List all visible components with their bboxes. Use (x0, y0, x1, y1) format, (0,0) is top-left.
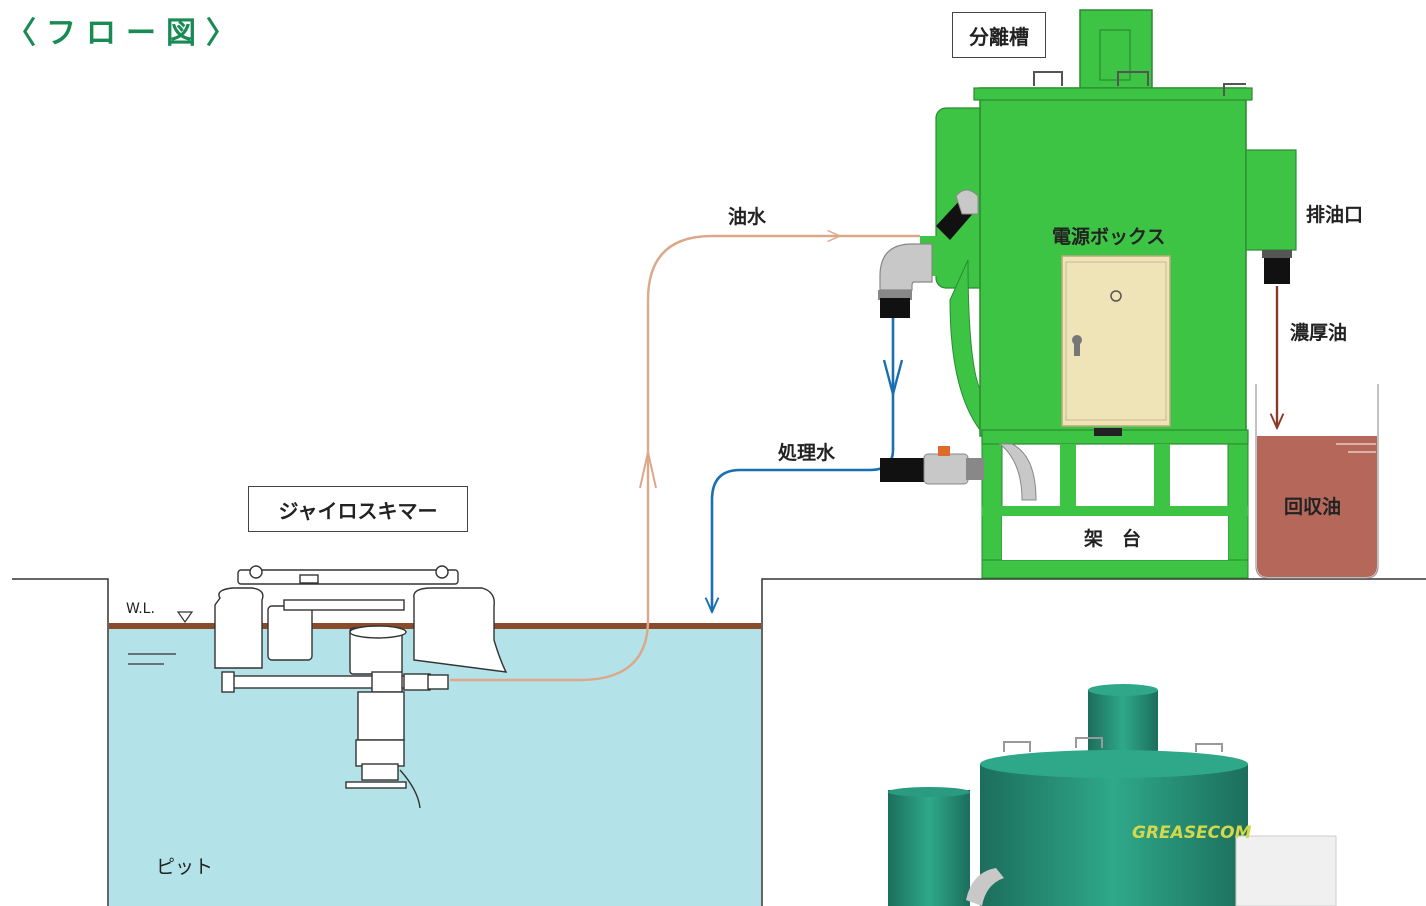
power-box-label: 電源ボックス (1052, 226, 1166, 248)
stand-label: 架 台 (1084, 528, 1142, 550)
brand-text: GREASECOM (1132, 823, 1252, 843)
ground (12, 578, 1426, 906)
oily-water-label: 油水 (728, 206, 767, 228)
recovered-oil-container (1255, 384, 1379, 579)
water-level-triangle-icon (176, 611, 194, 624)
oil-outlet-label: 排油口 (1306, 204, 1364, 226)
page-title: 〈フロー図〉 (6, 16, 246, 51)
gyro-skimmer-label: ジャイロスキマー (248, 486, 468, 532)
oily-water-up-arrow-icon (639, 451, 657, 489)
water-level-marks (128, 653, 176, 665)
concentrated-oil-label: 濃厚油 (1290, 322, 1348, 344)
grease-tank-photo (888, 684, 1337, 906)
treated-water-outlet-valve (880, 446, 984, 485)
treated-water-label: 処理水 (778, 442, 836, 464)
recovered-oil-label: 回収油 (1284, 496, 1342, 518)
power-box-illustration (1061, 255, 1171, 436)
treated-water-line (712, 318, 895, 612)
water-level-label: W.L. (126, 601, 155, 617)
upper-nozzle (936, 189, 979, 240)
inlet-elbow-pipe (878, 236, 940, 318)
pit-water (109, 626, 761, 906)
pit-label: ピット (156, 856, 214, 878)
gyro-skimmer-illustration (214, 565, 508, 809)
separator-tank-label: 分離槽 (952, 12, 1046, 58)
oily-water-line (450, 236, 840, 682)
treated-water-down-arrow-icon (882, 359, 904, 399)
separator-tank-illustration (935, 9, 1297, 579)
